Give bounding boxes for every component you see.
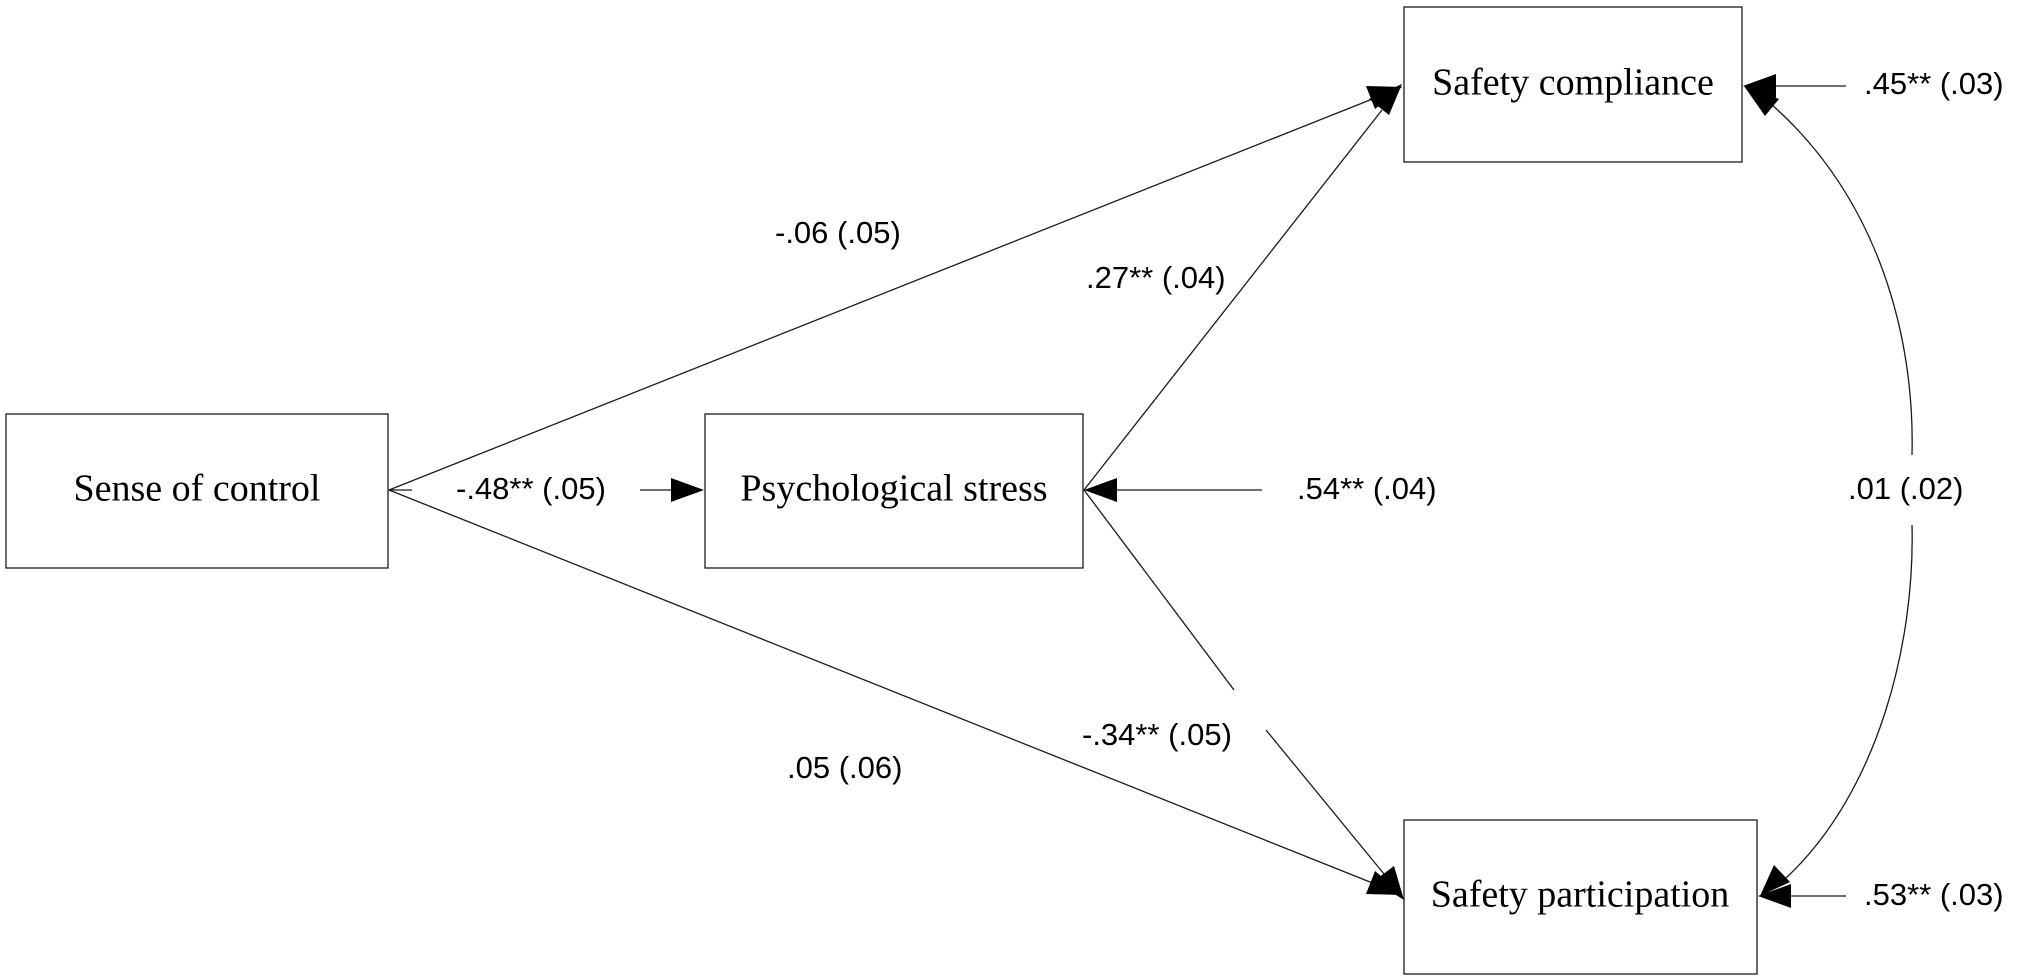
node-label-psychological-stress: Psychological stress: [740, 468, 1047, 510]
node-label-safety-participation: Safety participation: [1431, 874, 1730, 916]
node-box-sense-of-control: [5, 413, 389, 569]
arrowhead-residual-participation: [1758, 884, 1791, 908]
path-stress-to-participation-line-top: [1083, 489, 1235, 691]
node-label-safety-compliance: Safety compliance: [1432, 62, 1714, 104]
coef-residual-participation: .53** (.03): [1864, 877, 2004, 912]
node-box-safety-participation: [1403, 819, 1758, 975]
arrowhead-stress-to-compliance: [1369, 84, 1402, 115]
node-safety-compliance: Safety compliance: [1403, 6, 1743, 163]
coef-control-to-stress: -.48** (.05): [456, 471, 606, 506]
coef-control-to-compliance: -.06 (.05): [775, 215, 901, 250]
covariance-curve-top: [1770, 103, 1913, 456]
arrowhead-control-to-stress: [671, 478, 704, 502]
coef-covariance: .01 (.02): [1848, 471, 1963, 506]
path-stress-to-participation-line-bottom: [1265, 729, 1385, 875]
coef-residual-stress: .54** (.04): [1297, 471, 1437, 506]
arrowhead-covariance-bottom: [1760, 865, 1790, 896]
node-sense-of-control: Sense of control: [5, 413, 389, 569]
arrowhead-covariance-top: [1744, 86, 1779, 116]
node-box-safety-compliance: [1403, 6, 1743, 163]
path-stress-to-compliance-line: [1083, 109, 1383, 491]
coef-residual-compliance: .45** (.03): [1864, 66, 2004, 101]
coef-control-to-participation: .05 (.06): [787, 750, 902, 785]
coef-stress-to-compliance: .27** (.04): [1086, 260, 1226, 295]
path-control-to-compliance-line: [388, 97, 1376, 491]
node-label-sense-of-control: Sense of control: [74, 468, 321, 510]
coef-stress-to-participation: -.34** (.05): [1082, 717, 1232, 752]
arrowhead-stress-to-participation: [1374, 866, 1404, 900]
covariance-curve-bottom: [1785, 524, 1913, 879]
arrowhead-residual-stress: [1084, 478, 1117, 502]
node-psychological-stress: Psychological stress: [704, 413, 1084, 569]
path-control-to-participation-line: [388, 489, 1376, 885]
arrowhead-residual-compliance: [1743, 74, 1776, 98]
node-box-psychological-stress: [704, 413, 1084, 569]
node-safety-participation: Safety participation: [1403, 819, 1758, 975]
